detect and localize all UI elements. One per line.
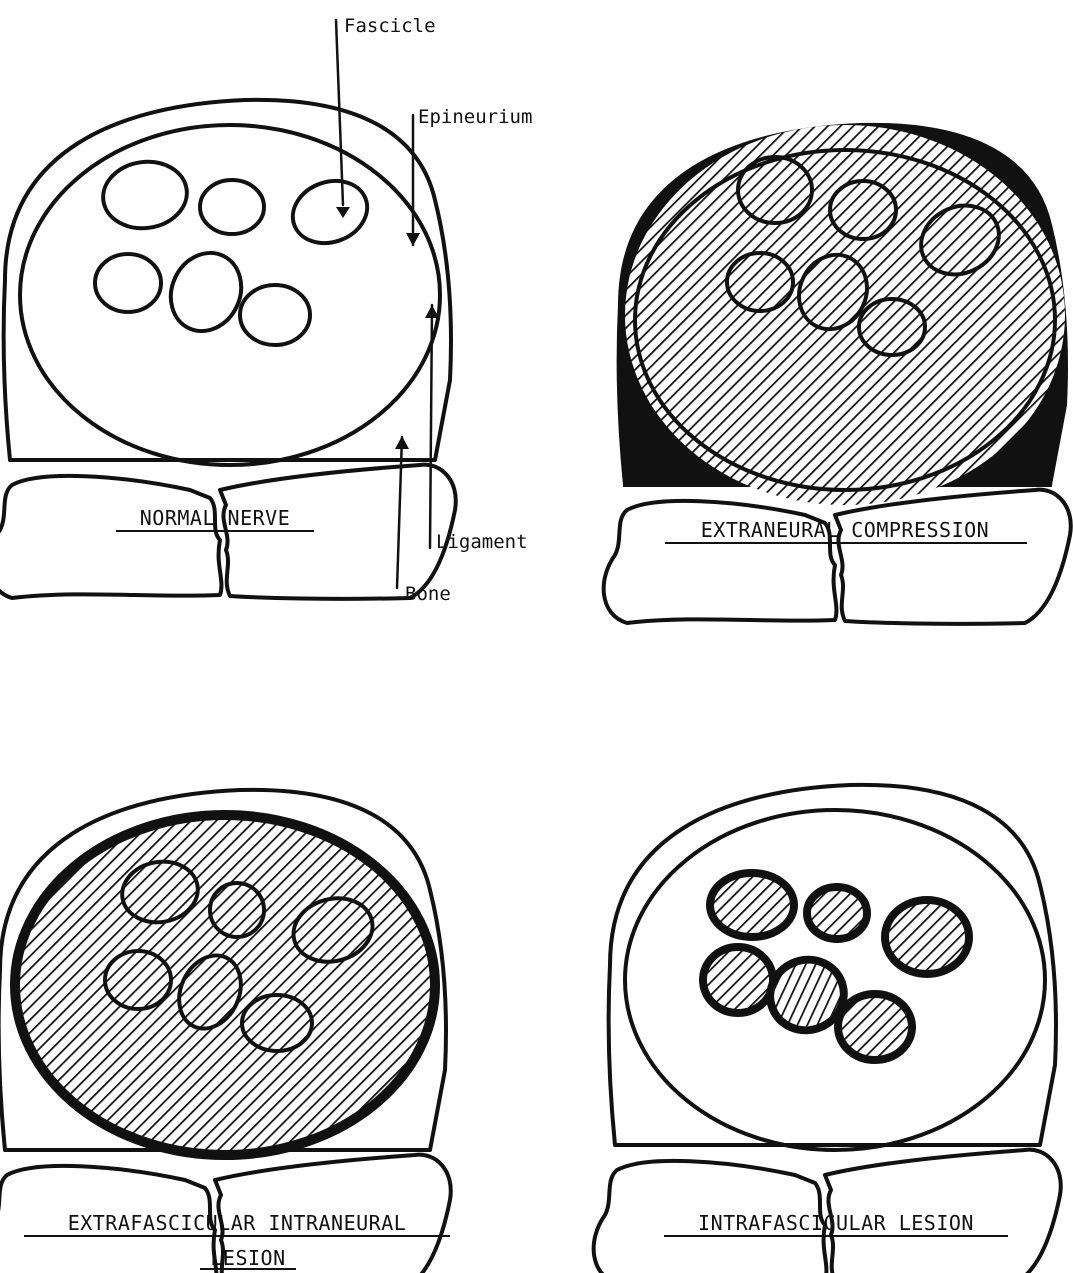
epineurium-label: Epineurium <box>418 106 532 128</box>
fascicle-label: Fascicle <box>344 15 436 37</box>
fascicle-group <box>95 156 376 345</box>
caption-extrafascicular-line2: LESION <box>210 1246 285 1270</box>
lesioned-fascicle-group <box>703 873 969 1060</box>
caption-normal-nerve: NORMAL NERVE <box>140 506 291 530</box>
compression-hatch <box>625 125 1065 505</box>
panel-extraneural-compression <box>604 125 1071 624</box>
ligament-label: Ligament <box>436 531 528 553</box>
caption-extrafascicular-line1: EXTRAFASCICULAR INTRANEURAL <box>68 1211 407 1235</box>
nerve-boundary <box>20 125 440 465</box>
intraneural-lesion-hatch <box>15 815 435 1155</box>
caption-intrafascicular-lesion: INTRAFASCICULAR LESION <box>698 1211 974 1235</box>
bone-label: Bone <box>405 583 451 605</box>
caption-extraneural-compression: EXTRANEURAL COMPRESSION <box>701 518 989 542</box>
bone-left <box>0 476 221 598</box>
panel-intrafascicular-lesion <box>594 785 1061 1273</box>
bone-right <box>835 490 1071 624</box>
panel-extrafascicular-intraneural-lesion <box>0 790 451 1273</box>
